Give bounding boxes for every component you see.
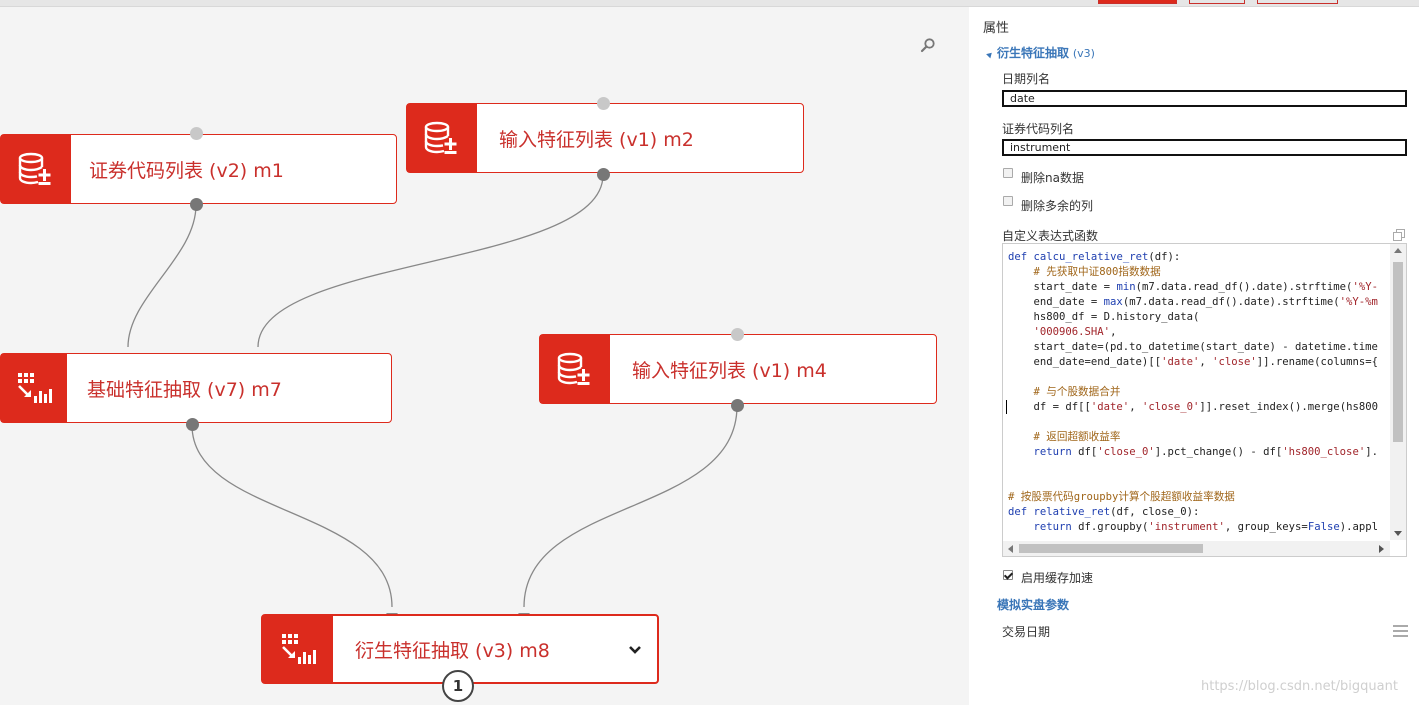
code-line[interactable]: # 返回超额收益率 (1033, 431, 1121, 443)
edge-m4-m8 (523, 405, 738, 608)
top-toolbar-strip (0, 0, 1419, 7)
panel-title: 属性 (983, 21, 1010, 36)
node-label: 输入特征列表 (v1) m4 (632, 359, 827, 382)
scroll-thumb[interactable] (1393, 262, 1403, 442)
date-col-input[interactable]: date (1002, 90, 1407, 107)
toolbar-primary-button[interactable] (1098, 0, 1177, 4)
node-label: 输入特征列表 (v1) m2 (499, 128, 694, 151)
date-col-label: 日期列名 (1002, 72, 1051, 86)
node-m1[interactable]: 证券代码列表 (v2) m1 (0, 134, 397, 204)
node-label: 基础特征抽取 (v7) m7 (87, 378, 282, 401)
node-label: 证券代码列表 (v2) m1 (89, 159, 284, 182)
feature-extract-icon (263, 616, 333, 682)
section-title: 衍生特征抽取 (997, 46, 1070, 60)
output-badge[interactable]: 1 (442, 670, 474, 702)
node-m7[interactable]: 基础特征抽取 (v7) m7 (0, 353, 392, 423)
output-port[interactable] (731, 399, 744, 412)
code-editor[interactable]: def calcu_relative_ret(df): # 先获取中证800指数… (1002, 243, 1407, 557)
edge-m7-m8 (191, 424, 393, 608)
text-cursor (1006, 400, 1007, 414)
scroll-up-arrow[interactable] (1394, 248, 1402, 253)
vertical-scrollbar[interactable] (1390, 244, 1406, 540)
search-icon[interactable] (920, 37, 936, 53)
scroll-thumb[interactable] (1019, 544, 1203, 553)
scroll-left-arrow[interactable] (1008, 545, 1013, 553)
feature-extract-icon (1, 354, 67, 422)
code-line[interactable]: # 先获取中证800指数数据 (1033, 266, 1161, 278)
code-line[interactable]: return df.groupby('instrument', group_ke… (1033, 521, 1378, 533)
code-line[interactable] (1008, 475, 1386, 490)
trade-date-label: 交易日期 (1002, 625, 1051, 639)
chevron-down-icon[interactable] (625, 640, 645, 660)
scroll-right-arrow[interactable] (1379, 545, 1384, 553)
instrument-col-input[interactable]: instrument (1002, 139, 1407, 156)
input-port[interactable] (597, 97, 610, 110)
drop-na-label: 删除na数据 (1021, 171, 1084, 185)
cache-label: 启用缓存加速 (1021, 571, 1094, 585)
section-header[interactable]: 衍生特征抽取 (v3) (997, 44, 1095, 61)
workflow-canvas[interactable]: 证券代码列表 (v2) m1 输入特征列表 (v1) m2 (0, 7, 969, 705)
output-port[interactable] (190, 198, 203, 211)
code-line[interactable]: start_date=(pd.to_datetime(start_date) -… (1008, 341, 1378, 353)
watermark: https://blog.csdn.net/bigquant (1201, 679, 1398, 694)
code-line[interactable]: end_date=end_date)[['date', 'close']].re… (1008, 356, 1378, 368)
code-line[interactable] (1008, 460, 1386, 475)
code-line[interactable]: def calcu_relative_ret(df): (1008, 251, 1181, 263)
output-port[interactable] (597, 168, 610, 181)
code-line[interactable]: def relative_ret(df, close_0): (1008, 506, 1200, 518)
node-m4[interactable]: 输入特征列表 (v1) m4 (539, 334, 937, 404)
toolbar-button[interactable] (1189, 0, 1245, 4)
database-add-icon (540, 335, 610, 403)
expand-editor-icon[interactable] (1393, 229, 1405, 241)
code-line[interactable]: start_date = min(m7.data.read_df().date)… (1008, 281, 1378, 293)
database-add-icon (407, 104, 477, 172)
node-m2[interactable]: 输入特征列表 (v1) m2 (406, 103, 804, 173)
drop-extra-cols-checkbox[interactable] (1003, 196, 1013, 206)
code-line[interactable]: '000906.SHA', (1033, 326, 1117, 338)
code-line[interactable]: return df['close_0'].pct_change() - df['… (1033, 446, 1378, 458)
instrument-col-label: 证券代码列名 (1002, 122, 1075, 136)
code-line[interactable]: df = df[['date', 'close_0']].reset_index… (1008, 401, 1378, 413)
edge-m2-m7 (257, 174, 604, 348)
code-line[interactable]: hs800_df = D.history_data( (1008, 311, 1200, 323)
scroll-down-arrow[interactable] (1394, 531, 1402, 536)
sim-section-title[interactable]: 模拟实盘参数 (997, 598, 1070, 612)
code-line[interactable]: # 按股票代码groupby计算个股超额收益率数据 (1008, 491, 1235, 503)
code-line[interactable] (1008, 370, 1386, 385)
code-line[interactable]: end_date = max(m7.data.read_df().date).s… (1008, 296, 1378, 308)
menu-icon[interactable] (1393, 625, 1408, 637)
drop-na-checkbox[interactable] (1003, 168, 1013, 178)
section-version: (v3) (1072, 47, 1095, 60)
code-content[interactable]: def calcu_relative_ret(df): # 先获取中证800指数… (1008, 250, 1386, 540)
code-line[interactable] (1008, 415, 1386, 430)
input-port[interactable] (731, 328, 744, 341)
code-line[interactable]: # 与个股数据合并 (1033, 386, 1121, 398)
toolbar-button[interactable] (1257, 0, 1338, 4)
cache-checkbox[interactable] (1003, 570, 1013, 580)
output-port[interactable] (186, 418, 199, 431)
node-m8[interactable]: 衍生特征抽取 (v3) m8 (261, 614, 659, 684)
drop-extra-cols-label: 删除多余的列 (1021, 199, 1094, 213)
node-label: 衍生特征抽取 (v3) m8 (355, 639, 550, 662)
horizontal-scrollbar[interactable] (1003, 541, 1390, 556)
input-port[interactable] (190, 127, 203, 140)
edge-m1-m7 (127, 204, 197, 348)
database-add-icon (1, 135, 71, 203)
expr-label: 自定义表达式函数 (1002, 229, 1099, 243)
